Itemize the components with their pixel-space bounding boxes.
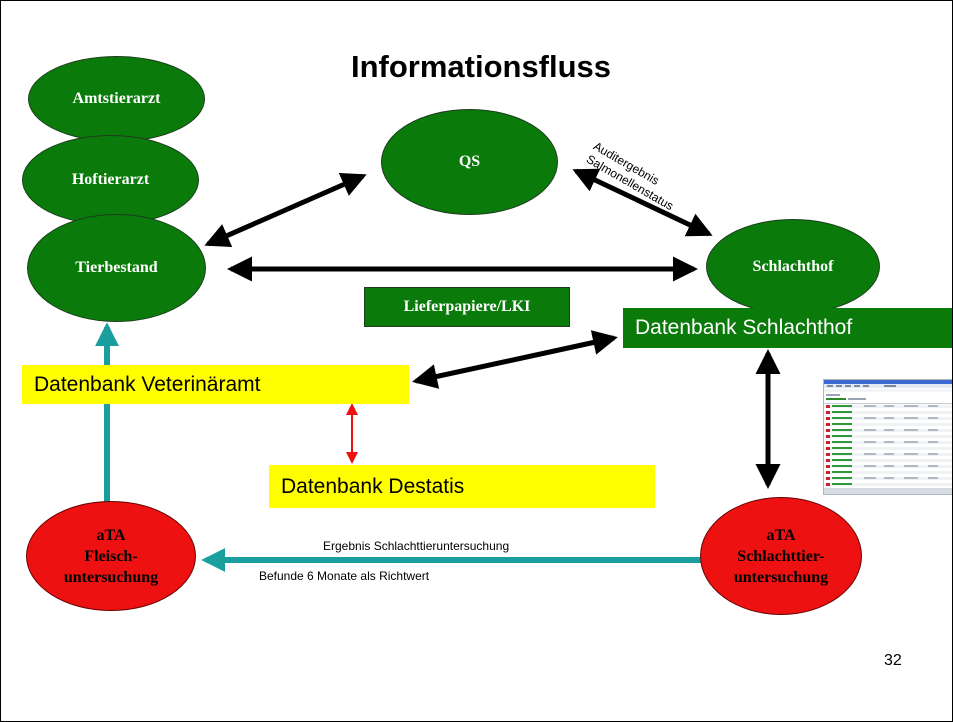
arrow-tierbestand-qs [204,172,367,248]
node-schlachthof-label: Schlachthof [752,257,834,275]
box-datenbank-veterinaeramt: Datenbank Veterinäramt [22,365,409,404]
node-ata-schlacht-line-1: aTA [766,526,796,544]
node-tierbestand-label: Tierbestand [75,259,158,276]
box-datenbank-destatis: Datenbank Destatis [269,465,655,508]
box-lieferpapiere-label: Lieferpapiere/LKI [403,298,531,315]
node-tierbestand: Tierbestand [27,214,206,322]
node-ata-fleisch-line-1: aTA [96,526,126,544]
node-ata-schlacht-line-3: untersuchung [733,568,829,586]
slide-title: Informationsfluss [350,49,612,84]
box-datenbank-destatis-label: Datenbank Destatis [281,474,465,498]
arrow-veterinaeramt-schlachthof-db [412,330,618,389]
box-datenbank-schlachthof-label: Datenbank Schlachthof [635,316,853,339]
node-hoftierarzt: Hoftierarzt [22,135,199,225]
label-befunde: Befunde 6 Monate als Richtwert [259,569,430,583]
box-datenbank-schlachthof: Datenbank Schlachthof [623,308,952,348]
node-amtstierarzt: Amtstierarzt [28,56,205,142]
node-ata-schlacht-line-2: Schlachttier- [737,547,825,565]
node-ata-schlachttieruntersuchung: aTA Schlachttier- untersuchung [700,497,862,615]
node-ata-fleisch-line-3: untersuchung [63,568,159,586]
database-screenshot-thumbnail [823,379,952,495]
node-hoftierarzt-label: Hoftierarzt [71,171,150,188]
node-ata-fleischuntersuchung: aTA Fleisch- untersuchung [26,501,196,611]
arrow-qs-schlachthof [572,168,713,237]
node-schlachthof: Schlachthof [706,219,880,314]
box-lieferpapiere: Lieferpapiere/LKI [364,287,570,327]
box-datenbank-veterinaeramt-label: Datenbank Veterinäramt [34,372,261,396]
page-number: 32 [884,652,902,669]
screenshot-thumbnail-image [824,380,952,494]
label-ergebnis-schlachttieruntersuchung: Ergebnis Schlachttieruntersuchung [323,539,510,553]
node-qs: QS [381,109,558,215]
node-amtstierarzt-label: Amtstierarzt [72,90,161,107]
node-qs-label: QS [458,153,481,170]
node-ata-fleisch-line-2: Fleisch- [84,547,138,565]
